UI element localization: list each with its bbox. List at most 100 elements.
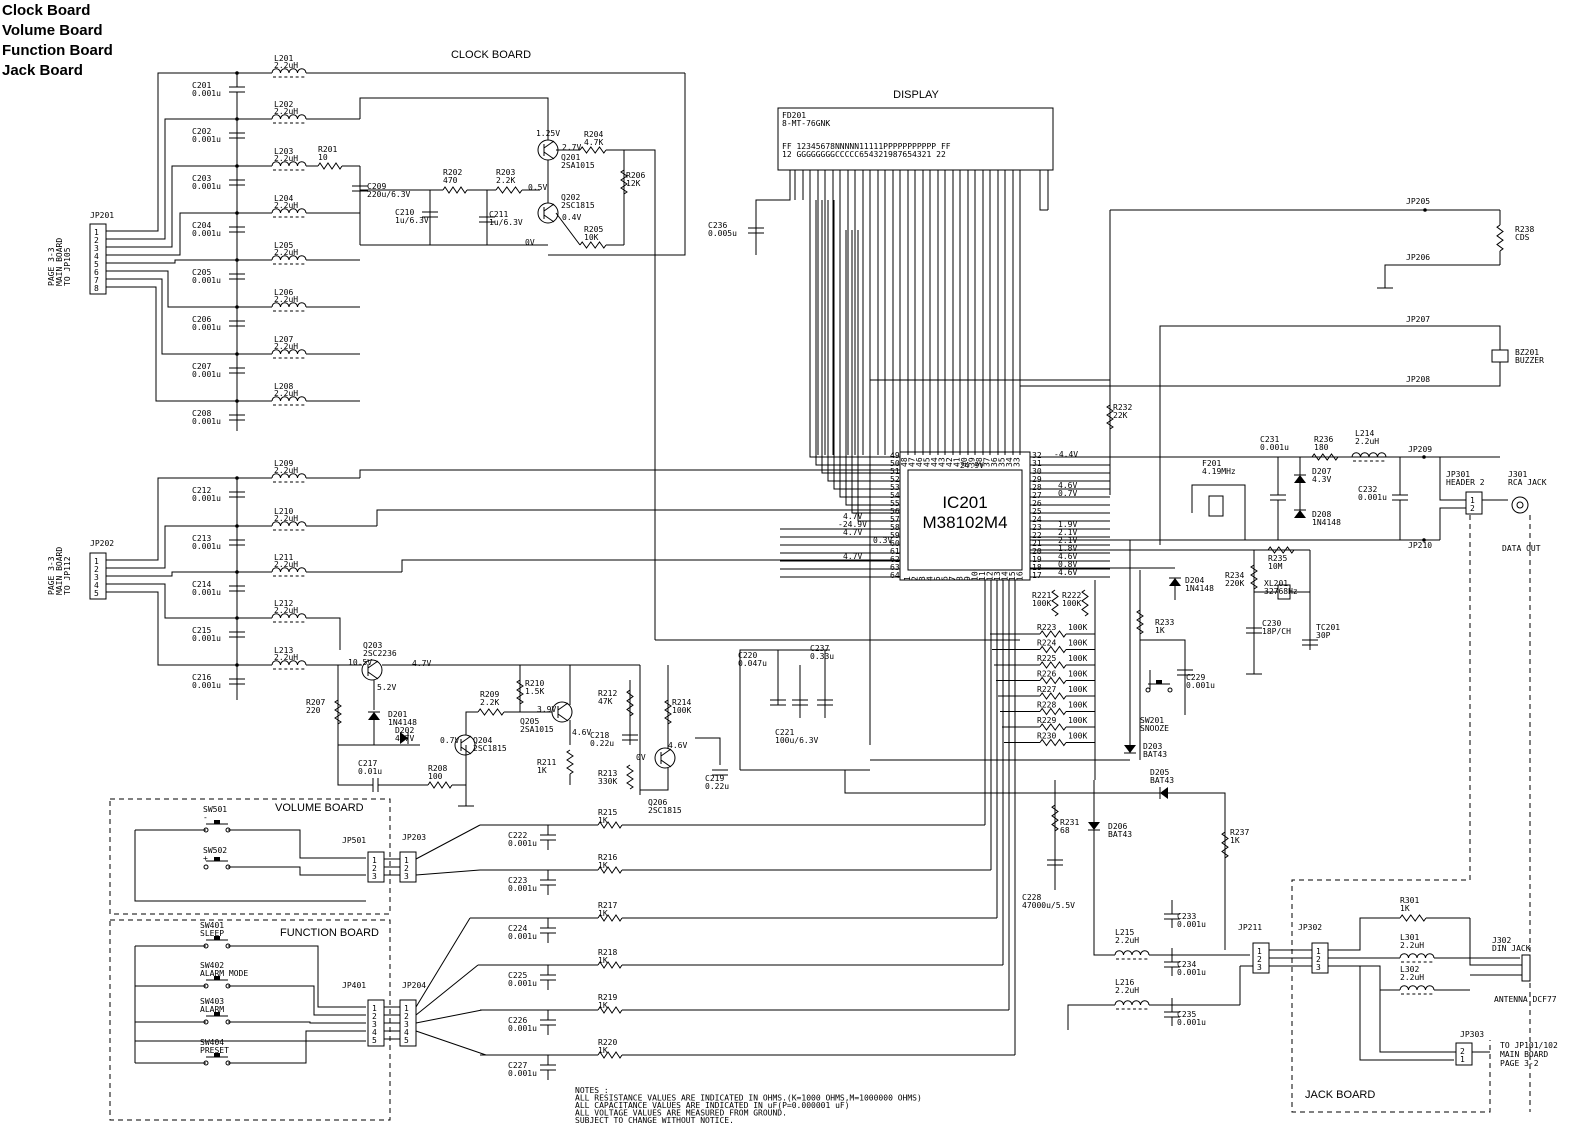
rc-c-value: 0.001u [508, 884, 537, 893]
inductor-mid-value-3: 2.2uH [274, 606, 298, 615]
tc201-ref: TC201 [1316, 623, 1340, 632]
wire [755, 170, 791, 255]
wire [555, 212, 581, 246]
jp204-connector-pin: 5 [404, 1036, 409, 1045]
c237-value: 0.33u [810, 652, 834, 661]
jp201-connector-pin: 5 [94, 260, 99, 269]
note-line-1: ALL RESISTANCE VALUES ARE INDICATED IN O… [575, 1094, 922, 1103]
switch-contact [203, 983, 209, 989]
v-ic-58: -24.9V [838, 520, 867, 529]
inductor-ref-4: L205 [274, 241, 293, 250]
pullup-ref: R229 [1037, 716, 1056, 725]
r204-ref: R204 [584, 130, 603, 139]
c230-value: 18P/CH [1262, 627, 1291, 636]
r210-value: 1.5K [525, 687, 544, 696]
cap-mid-ref-1: C213 [192, 534, 211, 543]
jp201-connector [89, 223, 107, 295]
v-ic-27: 0.7V [1058, 489, 1077, 498]
ic-right-pin: 32 [1032, 451, 1042, 460]
q202-value: 2SC1815 [561, 201, 595, 210]
r232-value: 22K [1113, 411, 1128, 420]
v-ic-63: 4.7V [843, 552, 862, 561]
wire [1093, 830, 1115, 956]
c218-ref: C218 [590, 731, 609, 740]
board-list-2: Function Board [2, 42, 113, 59]
din-jack [1521, 954, 1531, 982]
v-q206c: 4.6V [668, 741, 687, 750]
c237-ref: C237 [810, 644, 829, 653]
jp302-connector [1311, 942, 1329, 974]
d202-ref: D202 [395, 726, 414, 735]
wire [415, 1030, 487, 1056]
wire [827, 200, 900, 482]
jp501-connector [367, 851, 385, 883]
wire [1379, 990, 1456, 1053]
resistor [566, 749, 574, 775]
r214-ref: R214 [672, 698, 691, 707]
diode [1124, 745, 1136, 753]
transistor [654, 747, 676, 769]
c221-value: 100u/6.3V [775, 736, 819, 745]
wire [134, 830, 366, 902]
transistor [367, 671, 379, 680]
v-ic-right: 1.9V [1058, 520, 1077, 529]
d205-ref: D205 [1150, 768, 1169, 777]
ic-top-pin: 44 [930, 457, 939, 467]
jp203-ref: JP203 [402, 833, 426, 842]
junction-dot [235, 211, 239, 215]
switch-button [214, 1053, 220, 1057]
jp303-connector [1455, 1042, 1473, 1066]
wire [548, 73, 686, 256]
ic-left-pin: 59 [890, 531, 900, 540]
wire [106, 583, 272, 619]
v-ic-57: 4.7V [843, 512, 862, 521]
jp401-connector-pin: 1 [372, 1004, 377, 1013]
diode [368, 712, 380, 720]
pullup-ref: R223 [1037, 623, 1056, 632]
ic-bottom-pin: 14 [1001, 571, 1010, 581]
rc-c-ref: C227 [508, 1061, 527, 1070]
resistor [597, 866, 623, 874]
rc-r-value: 1K [598, 1046, 608, 1055]
wire [337, 745, 373, 786]
wire [228, 1021, 366, 1024]
cap-value-1: 0.001u [192, 135, 221, 144]
inductor-value-0: 2.2uH [274, 61, 298, 70]
inductor-value-6: 2.2uH [274, 342, 298, 351]
r237-ref: R237 [1230, 828, 1249, 837]
r235-ref: R235 [1268, 554, 1287, 563]
resistor [597, 961, 623, 969]
resistor [1039, 676, 1067, 685]
l215-ref: L215 [1115, 928, 1134, 937]
wire [1439, 507, 1466, 540]
jp202-connector-pin: 3 [94, 573, 99, 582]
r211-value: 1K [537, 766, 547, 775]
c231-ref: C231 [1260, 435, 1279, 444]
cap-mid-value-4: 0.001u [192, 681, 221, 690]
display-pins-row1: FF 12345678NNNNN11111PPPPPPPPPPP FF [782, 142, 951, 151]
inductor [1399, 985, 1435, 991]
jp302-connector-pin: 1 [1316, 947, 1321, 956]
ic-left-pin: 61 [890, 547, 900, 556]
data-out-label: DATA OUT [1502, 544, 1541, 553]
resistor [579, 241, 607, 249]
rc-r-ref: R219 [598, 993, 617, 1002]
wire [106, 591, 272, 666]
jp211-connector [1252, 942, 1270, 974]
r214-value: 100K [672, 706, 691, 715]
jp501-ref: JP501 [342, 836, 366, 845]
pullup-ref: R230 [1037, 732, 1056, 741]
r234-ref: R234 [1225, 571, 1244, 580]
wire [1328, 917, 1400, 951]
switch-ref-2: SW401 [200, 921, 224, 930]
cap-ref-2: C203 [192, 174, 211, 183]
rca-label: RCA JACK [1508, 478, 1547, 487]
l216-ref: L216 [1115, 978, 1134, 987]
jp301-pin: 1 [1470, 496, 1475, 505]
jp204-ref: JP204 [402, 981, 426, 990]
ic-bottom-pin: 11 [978, 571, 987, 581]
rc-r-ref: R218 [598, 948, 617, 957]
ic-left-pin: 49 [890, 451, 900, 460]
c231-value: 0.001u [1260, 443, 1289, 452]
